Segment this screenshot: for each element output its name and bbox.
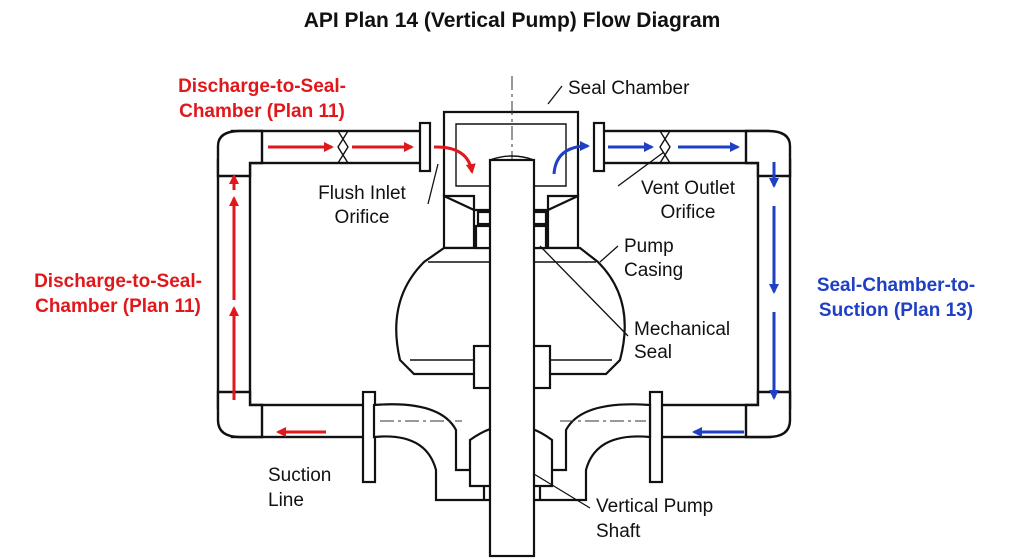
discharge-flow-arrows xyxy=(229,142,476,437)
pump-casing-label-line2: Casing xyxy=(624,260,683,281)
seal-to-suction-label-line1: Seal-Chamber-to- xyxy=(817,275,975,296)
discharge-top-label-line2: Chamber (Plan 11) xyxy=(179,101,345,122)
vent-outlet-label-line1: Vent Outlet xyxy=(641,178,736,199)
diagram-title: API Plan 14 (Vertical Pump) Flow Diagram xyxy=(304,9,721,32)
suction-line-label-line1: Suction xyxy=(268,465,331,486)
leader-lines xyxy=(427,85,665,509)
suction-flow-arrows xyxy=(552,141,779,437)
seal-to-suction-label-line2: Suction (Plan 13) xyxy=(819,300,973,321)
mechanical-seal-label-line1: Mechanical xyxy=(634,319,730,340)
mechanical-seal-label-line2: Seal xyxy=(634,342,672,363)
vertical-pump-shaft-label-line2: Shaft xyxy=(596,521,641,542)
seal-chamber-label: Seal Chamber xyxy=(568,78,690,99)
discharge-top-label-line1: Discharge-to-Seal- xyxy=(178,76,346,97)
vent-outlet-label-line2: Orifice xyxy=(661,202,716,223)
vertical-pump-shaft-label-line1: Vertical Pump xyxy=(596,496,713,517)
flush-inlet-label-line2: Orifice xyxy=(335,207,390,228)
pump-body xyxy=(372,76,652,558)
flush-inlet-label-line1: Flush Inlet xyxy=(318,183,406,204)
suction-line-label-line2: Line xyxy=(268,490,304,511)
discharge-left-label-line1: Discharge-to-Seal- xyxy=(34,271,202,292)
pump-casing-label-line1: Pump xyxy=(624,236,674,257)
discharge-left-label-line2: Chamber (Plan 11) xyxy=(35,296,201,317)
